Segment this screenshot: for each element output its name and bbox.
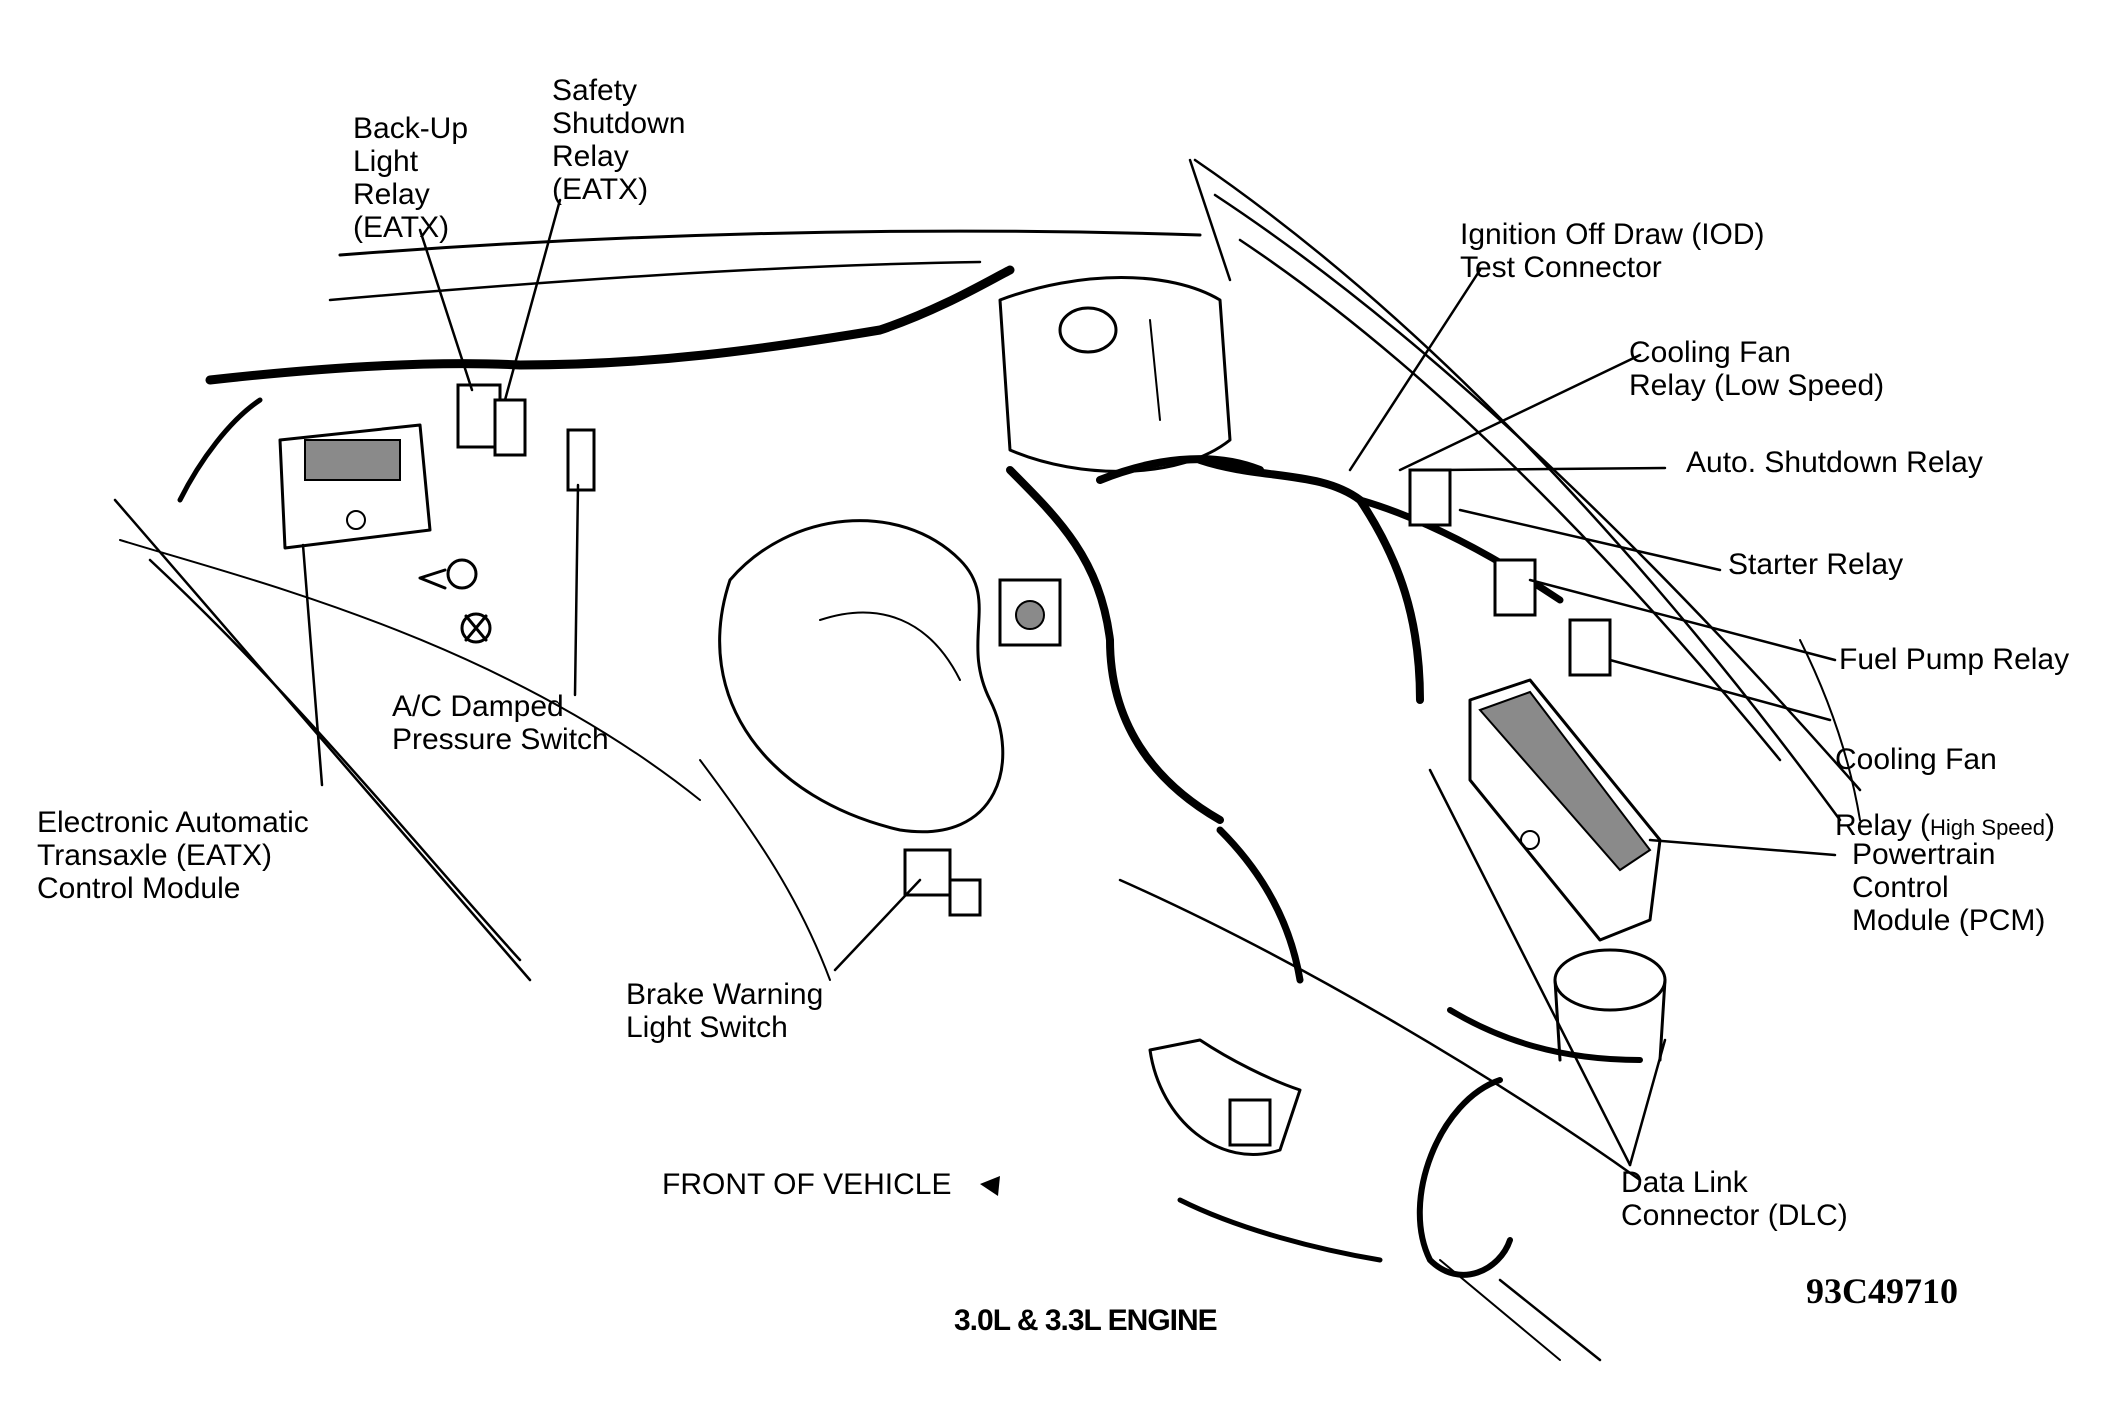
backup-light-relay-label: Back-Up Light Relay (EATX) [353, 112, 469, 244]
wire-harness [177, 265, 1643, 1278]
figure-code: 93C49710 [1806, 1271, 1958, 1311]
cooling-fan-relay-high-line2b: ) [2045, 809, 2056, 842]
leader-lines [301, 198, 1837, 1167]
safety-shutdown-relay-label: Safety Shutdown Relay (EATX) [552, 74, 686, 206]
ac-damped-pressure-switch-label: A/C Damped Pressure Switch [392, 690, 609, 756]
starter-relay-label: Starter Relay [1728, 548, 1904, 581]
body-outline [113, 158, 1862, 1362]
coolant-reservoir [998, 276, 1232, 473]
iod-test-connector-label: Ignition Off Draw (IOD) Test Connector [1460, 218, 1765, 284]
cooling-fan-relay-high-line1: Cooling Fan [1835, 743, 1997, 776]
front-of-vehicle-label: FRONT OF VEHICLE [662, 1168, 952, 1201]
center-connector-shape [998, 578, 1062, 647]
brake-switch-shape [903, 848, 982, 917]
eatx-control-module-label: Electronic Automatic Transaxle (EATX) Co… [37, 806, 309, 905]
cooling-fan-relay-high-speed: High Speed [1930, 815, 2046, 840]
fuel-pump-relay-label: Fuel Pump Relay [1839, 643, 2070, 676]
pcm-shape [1468, 678, 1662, 942]
eatx-relays-shape [456, 383, 527, 457]
cooling-fan-relay-high-line2a: Relay ( [1835, 809, 1931, 842]
strut-tower [718, 519, 1005, 834]
pcm-label: Powertrain Control Module (PCM) [1852, 838, 2046, 937]
orientation-icons [418, 558, 1000, 1196]
brake-warning-light-switch-label: Brake Warning Light Switch [626, 978, 824, 1044]
front-arrow-icon [980, 1176, 1000, 1196]
dlc-shape [1553, 948, 1667, 1062]
cooling-fan-relay-low-label: Cooling Fan Relay (Low Speed) [1629, 336, 1885, 402]
auto-shutdown-relay-label: Auto. Shutdown Relay [1686, 446, 1983, 479]
data-link-connector-label: Data Link Connector (DLC) [1621, 1166, 1848, 1232]
right-relays-shape [1408, 468, 1612, 677]
eatx-module-shape [278, 423, 432, 550]
lower-canister [1148, 1038, 1302, 1156]
cooling-fan-relay-high-label: Cooling Fan Relay (High Speed) [1835, 710, 2055, 844]
engine-caption: 3.0L & 3.3L ENGINE [954, 1304, 1218, 1337]
ac-switch-shape [566, 428, 596, 492]
